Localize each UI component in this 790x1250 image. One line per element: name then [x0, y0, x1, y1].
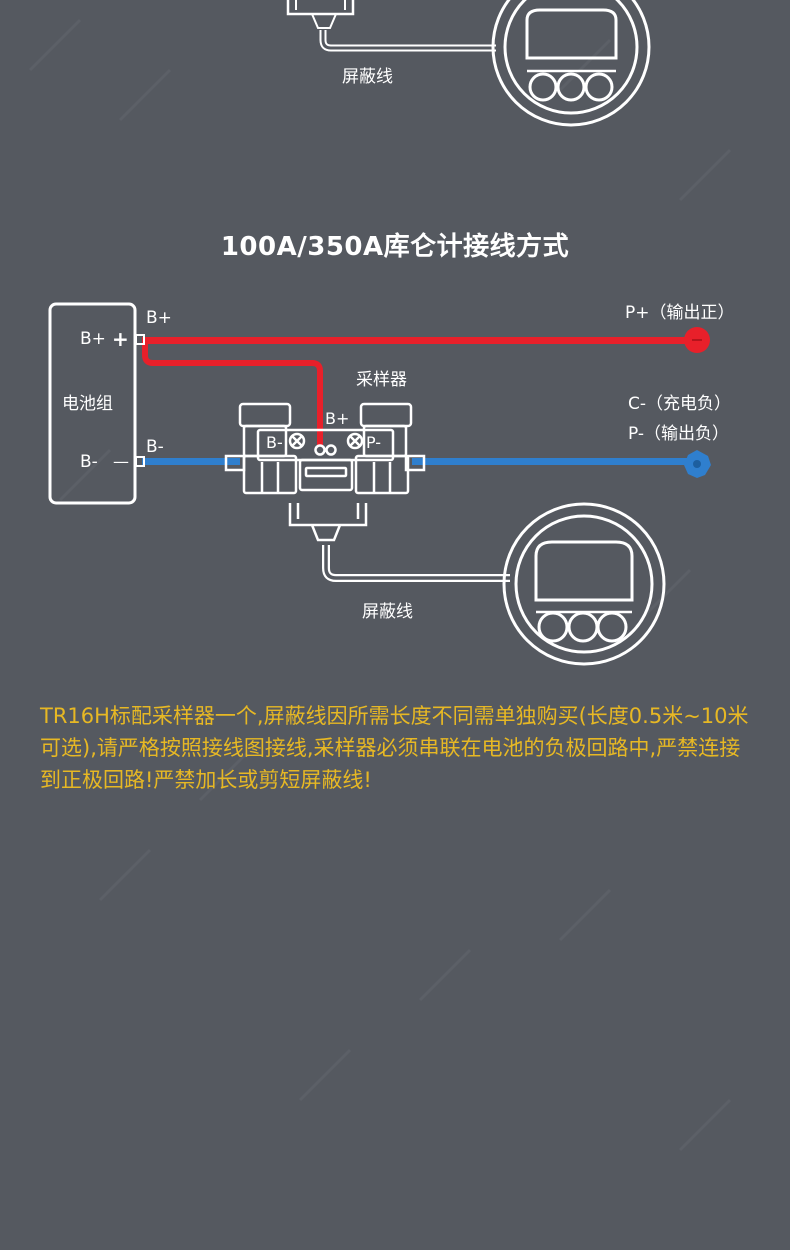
- top-fragment: 屏蔽线: [286, 0, 651, 127]
- positive-wire: [135, 334, 695, 445]
- battery-label: 电池组: [62, 394, 113, 414]
- b-plus-wire-label: B+: [146, 308, 172, 328]
- watermark: [28, 18, 732, 1152]
- wiring-note: TR16H标配采样器一个,屏蔽线因所需长度不同需单独购买(长度0.5米~10米可…: [40, 704, 749, 792]
- battery-icon: [48, 302, 137, 505]
- p-minus-output-label: P-（输出负）: [628, 424, 729, 444]
- sampler-right-terminal: P-: [366, 433, 381, 452]
- b-minus-wire-label: B-: [146, 437, 164, 457]
- sampler-bplus-label: B+: [325, 409, 349, 428]
- p-minus-terminal-icon: [684, 450, 711, 478]
- shield-cable: [322, 545, 510, 582]
- meter-icon: [502, 502, 666, 666]
- shield-cable-label: 屏蔽线: [362, 602, 413, 622]
- page-title: 100A/350A库仑计接线方式: [220, 232, 570, 262]
- battery-pos-terminal: B+: [80, 329, 106, 349]
- p-plus-output-label: P+（输出正）: [625, 303, 735, 323]
- battery-neg-terminal: B-: [80, 452, 98, 472]
- top-shield-cable-label: 屏蔽线: [342, 67, 393, 87]
- c-minus-output-label: C-（充电负）: [628, 394, 731, 414]
- negative-wire: [135, 456, 694, 467]
- battery-minus-sign: —: [113, 452, 129, 471]
- sampler-label: 采样器: [356, 370, 407, 390]
- top-meter-icon: [491, 0, 651, 127]
- sampler-left-terminal: B-: [266, 433, 283, 452]
- battery-plus-sign: +: [112, 327, 129, 351]
- p-plus-terminal-icon: [684, 327, 710, 353]
- sampler-icon: [224, 402, 426, 542]
